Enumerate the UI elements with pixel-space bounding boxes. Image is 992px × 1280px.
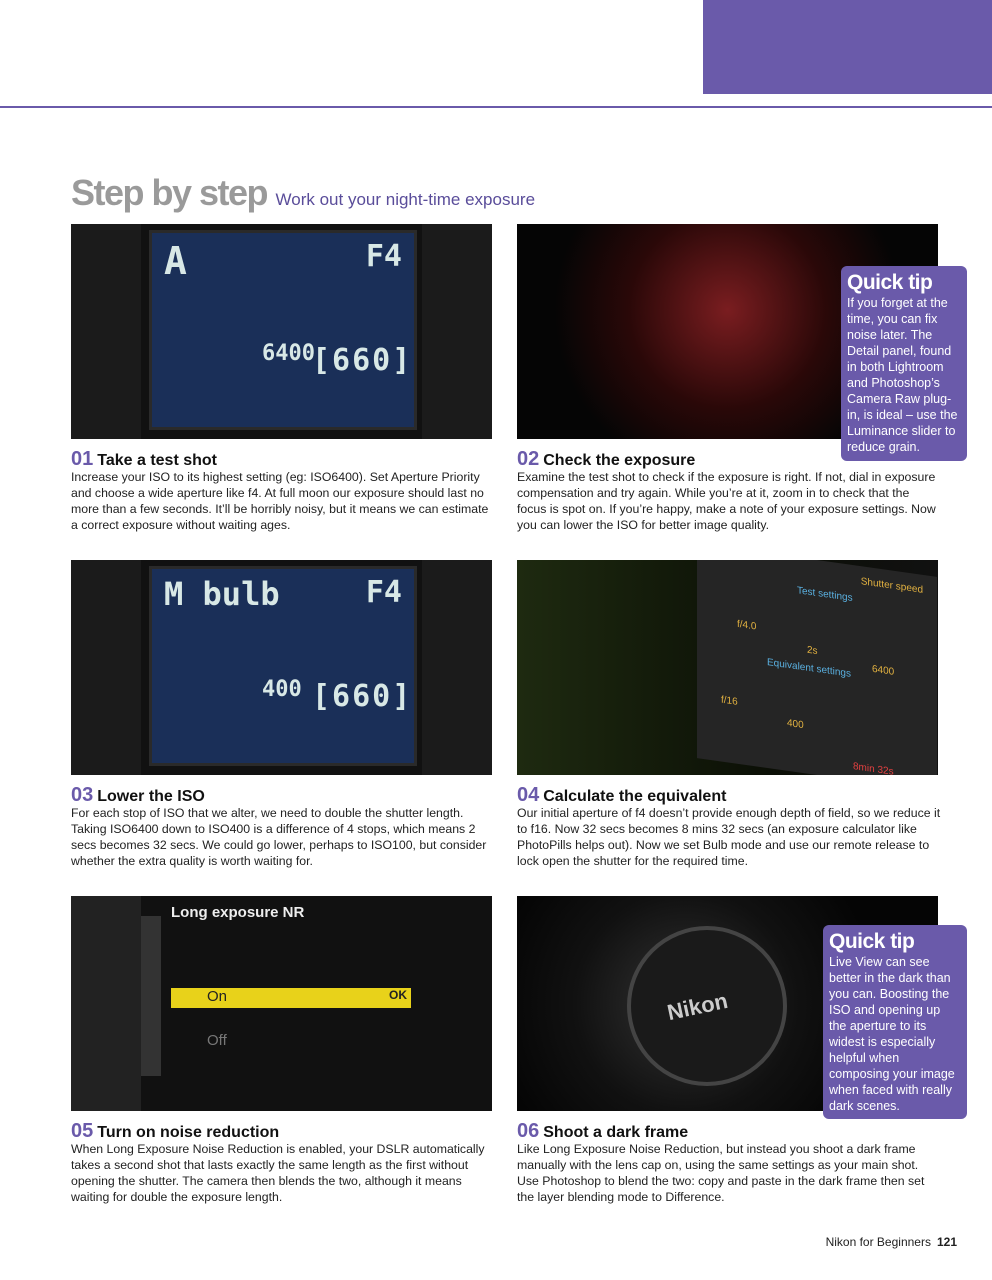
- step-03-image: M bulb F4 400 [660]: [71, 560, 492, 775]
- quick-tip-2: Quick tip Live View can see better in th…: [823, 925, 967, 1119]
- phone-app-screen: Shutter speed Test settings f/4.0 2s 640…: [697, 560, 937, 775]
- step-05-body: When Long Exposure Noise Reduction is en…: [71, 1142, 485, 1204]
- camera-lcd: M bulb F4 400 [660]: [149, 566, 417, 766]
- camera-lcd: A F4 6400 [660]: [149, 230, 417, 430]
- step-03-body: For each stop of ISO that we alter, we n…: [71, 806, 487, 868]
- step-04-body: Our initial aperture of f4 doesn’t provi…: [517, 806, 941, 868]
- page-title: Step by step Work out your night-time ex…: [71, 172, 536, 213]
- step-02-body: Examine the test shot to check if the ex…: [517, 470, 936, 532]
- lens-cap: Nikon: [627, 926, 787, 1086]
- menu-option-off[interactable]: Off: [207, 1032, 227, 1049]
- page-number: 121: [936, 1235, 957, 1249]
- page-subtitle: Work out your night-time exposure: [275, 190, 536, 209]
- step-01-body: Increase your ISO to its highest setting…: [71, 470, 489, 532]
- step-06-body: Like Long Exposure Noise Reduction, but …: [517, 1142, 925, 1204]
- header-rule: [0, 106, 992, 108]
- header-color-block: [703, 0, 992, 94]
- menu-title: Long exposure NR: [171, 904, 305, 921]
- quick-tip-1: Quick tip If you forget at the time, you…: [841, 266, 967, 461]
- step-01-image: A F4 6400 [660]: [71, 224, 492, 439]
- step-04-image: Shutter speed Test settings f/4.0 2s 640…: [517, 560, 938, 775]
